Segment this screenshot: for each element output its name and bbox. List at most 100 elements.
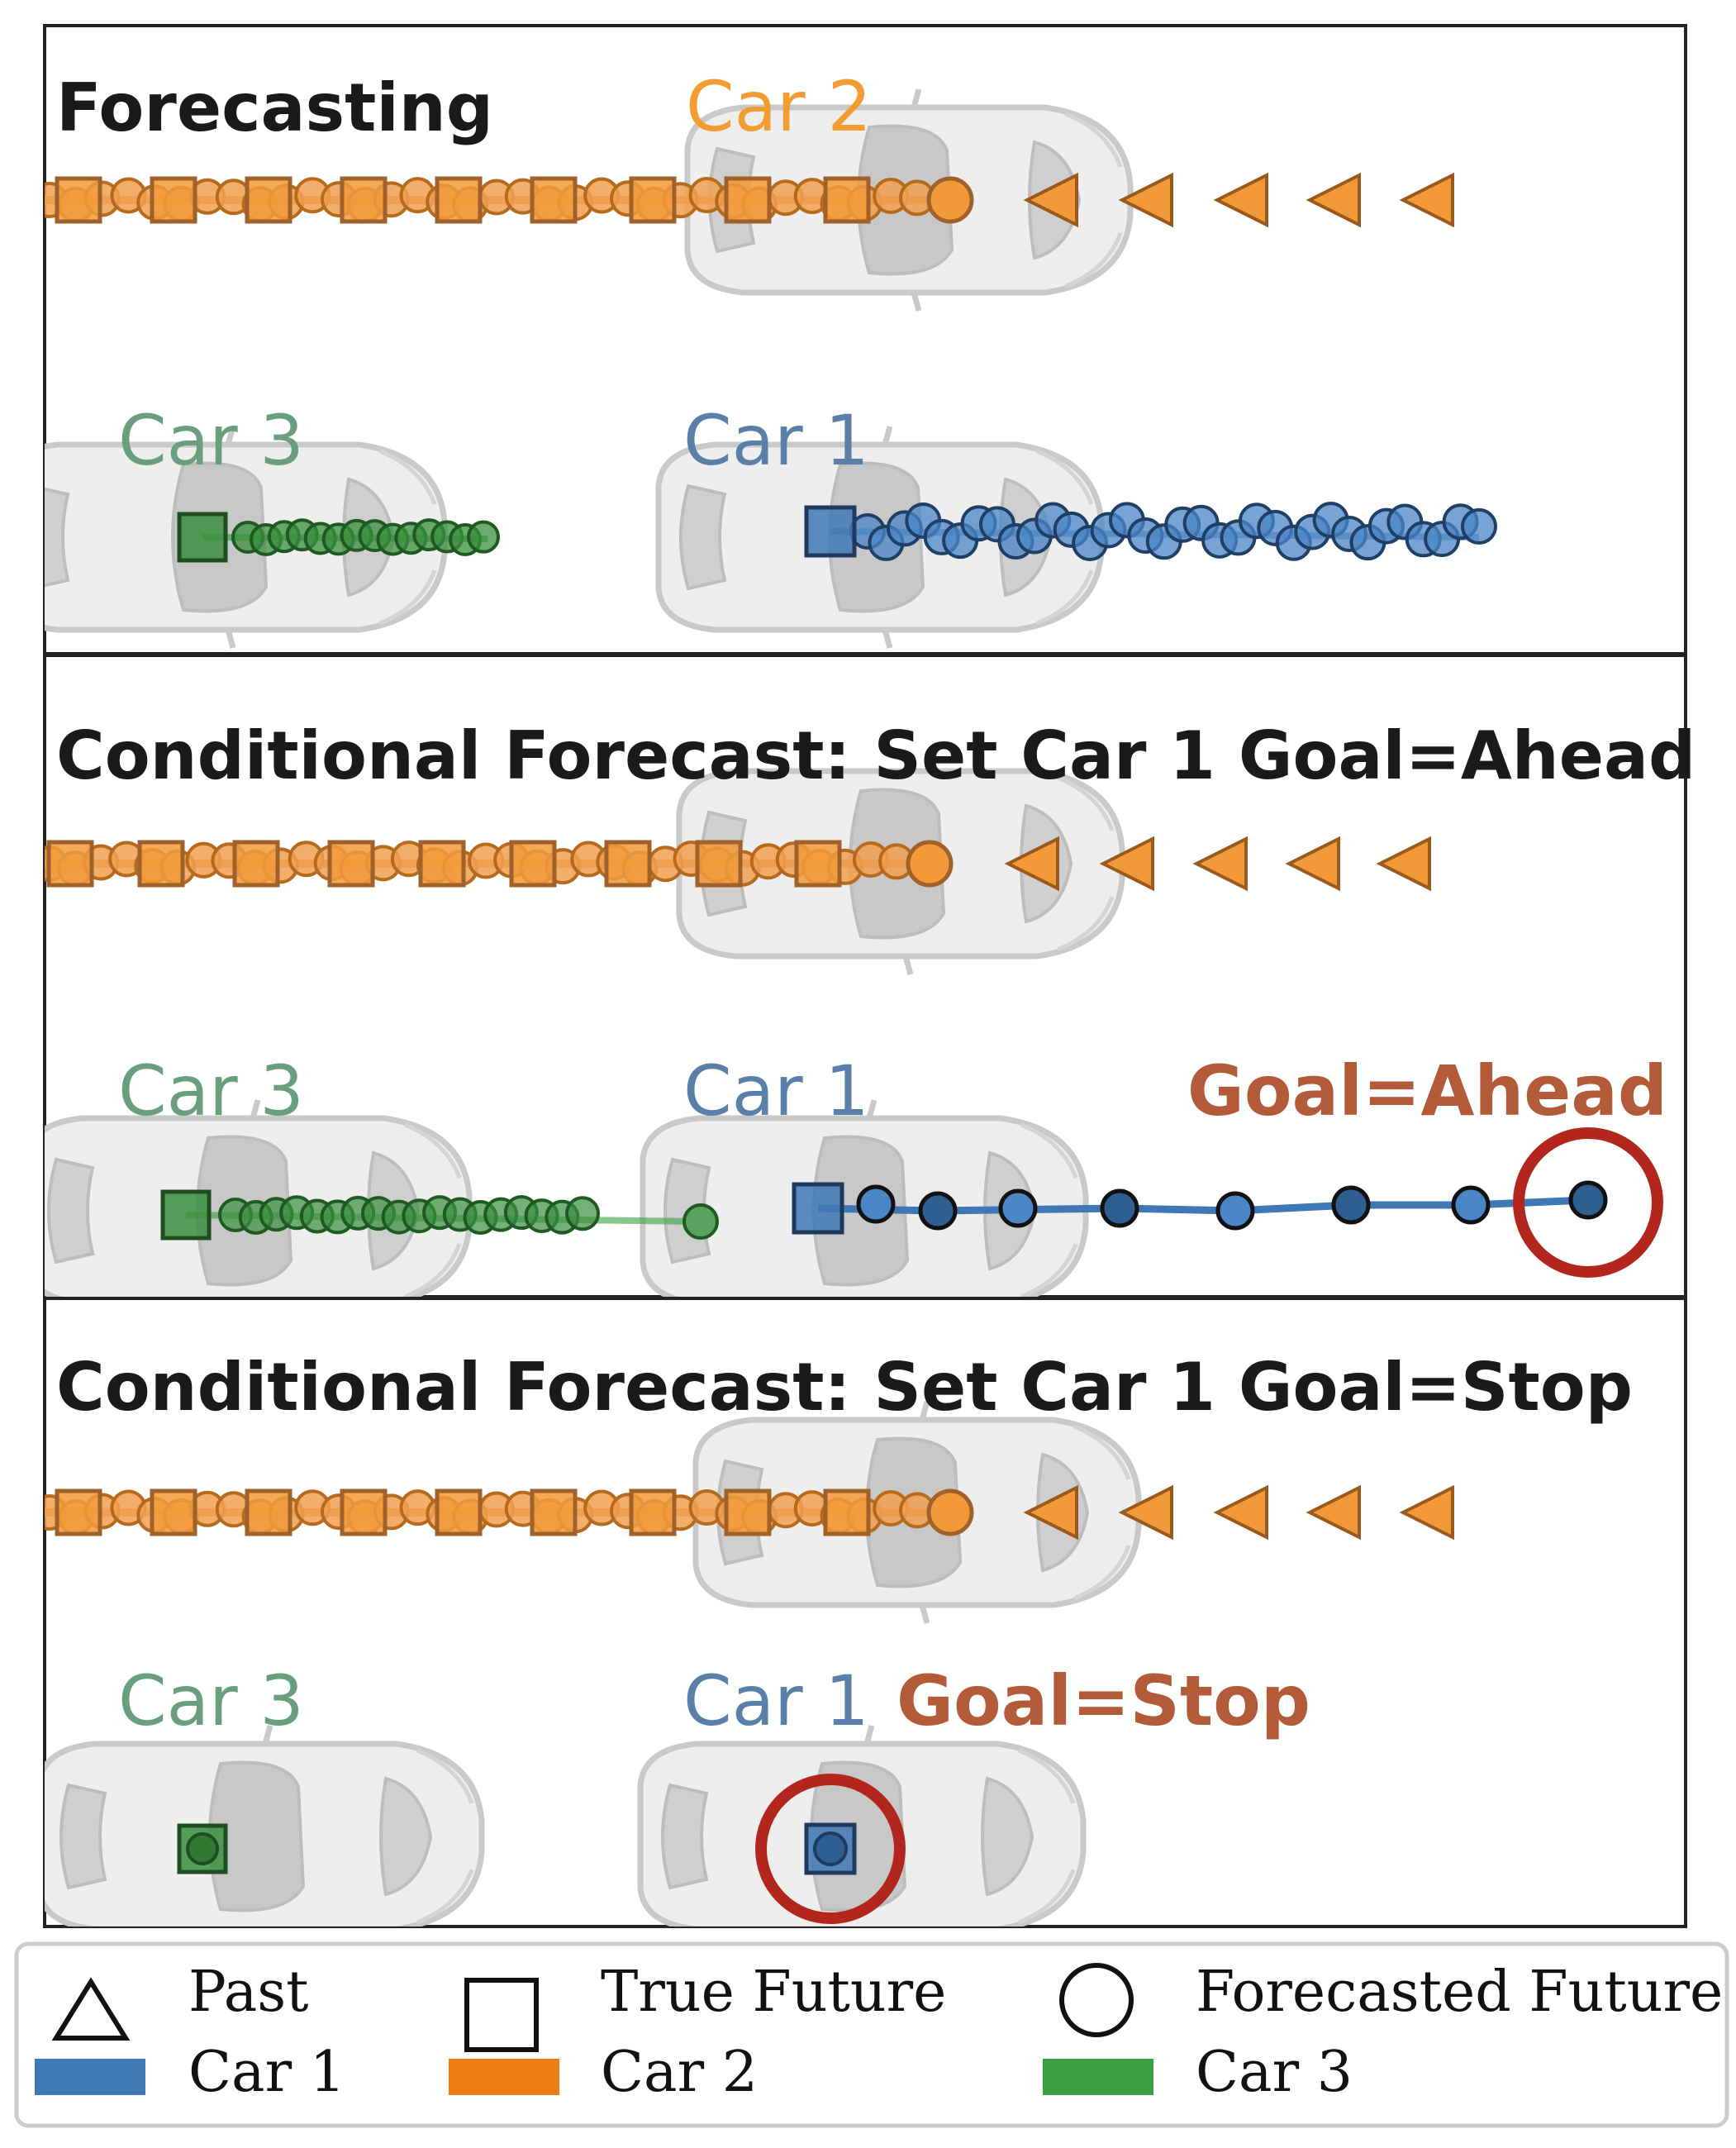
true-future-marker	[823, 1488, 871, 1536]
past-marker	[1285, 836, 1340, 892]
true-future-marker	[232, 840, 280, 888]
true-future-marker	[245, 1488, 293, 1536]
true-future-marker	[792, 1182, 844, 1235]
car-1-label: Car 1	[683, 1050, 869, 1131]
true-future-marker	[629, 176, 677, 224]
true-future-marker	[804, 505, 857, 558]
panel-title: Conditional Forecast: Set Car 1 Goal=Sto…	[56, 1349, 1633, 1426]
forecast-point	[1100, 1188, 1139, 1228]
past-marker	[1306, 1484, 1361, 1541]
goal-label: Goal=Ahead	[1187, 1050, 1667, 1131]
true-future-marker	[177, 512, 228, 563]
true-future-marker	[160, 1189, 212, 1241]
true-future-marker	[509, 840, 557, 888]
forecast-point	[998, 1188, 1038, 1228]
legend-label-past: Past	[188, 1960, 308, 2025]
forecast-point	[926, 176, 974, 224]
true-future-marker	[150, 1488, 197, 1536]
legend-label-car-3: Car 3	[1196, 2040, 1353, 2105]
true-future-marker	[629, 1488, 677, 1536]
panel-title: Forecasting	[56, 69, 493, 146]
true-future-marker	[137, 840, 185, 888]
forecast-point	[1568, 1180, 1608, 1220]
car-3-swatch	[1043, 2059, 1153, 2095]
past-marker	[1192, 836, 1248, 892]
forecast-point	[1451, 1185, 1491, 1225]
forecast-point	[906, 840, 954, 888]
legend-label-forecasted-future: Forecasted Future	[1196, 1960, 1723, 2025]
past-marker	[1099, 836, 1154, 892]
true-future-marker	[695, 840, 743, 888]
forecast-point	[683, 1203, 719, 1240]
car-2-label: Car 2	[686, 66, 872, 147]
car-3-label: Car 3	[118, 1660, 304, 1741]
forecast-point	[813, 1831, 848, 1866]
legend-label-true-future: True Future	[601, 1960, 946, 2025]
true-future-marker	[340, 176, 388, 224]
stopped-car-markers	[177, 1822, 857, 1875]
true-future-marker	[435, 1488, 483, 1536]
triangle-icon	[51, 1977, 131, 2041]
true-future-marker	[150, 176, 197, 224]
true-future-marker	[55, 1488, 102, 1536]
car-2-trajectory	[45, 836, 1431, 892]
car-1-trajectory	[792, 1180, 1608, 1235]
past-marker	[1399, 1484, 1454, 1541]
legend-label-car-2: Car 2	[601, 2040, 758, 2105]
true-future-marker	[327, 840, 375, 888]
goal-marker-ring	[1513, 1127, 1663, 1278]
forecast-point	[186, 1832, 219, 1865]
true-future-marker	[46, 840, 94, 888]
car-2-trajectory	[45, 172, 1454, 228]
goal-label: Goal=Stop	[897, 1660, 1310, 1741]
forecast-point	[565, 1196, 600, 1231]
past-marker	[1118, 1484, 1173, 1541]
car-3-trajectory	[160, 1189, 719, 1241]
legend: Past True Future Forecasted Future Car 1…	[14, 1941, 1729, 2128]
forecast-point	[1461, 507, 1497, 545]
past-marker	[1306, 172, 1361, 228]
legend-frame	[14, 1941, 1729, 2128]
forecast-point	[926, 1488, 974, 1536]
true-future-marker	[55, 176, 102, 224]
true-future-marker	[724, 1488, 772, 1536]
past-marker	[1004, 836, 1059, 892]
car-2-trajectory	[45, 1484, 1454, 1541]
forecast-point	[918, 1191, 958, 1231]
past-marker	[1023, 172, 1078, 228]
legend-label-car-1: Car 1	[188, 2040, 345, 2105]
past-marker	[1399, 172, 1454, 228]
car-2-swatch	[449, 2059, 559, 2095]
true-future-marker	[530, 1488, 578, 1536]
past-marker	[1023, 1484, 1078, 1541]
circle-icon	[1059, 1963, 1134, 2037]
car-1-swatch	[35, 2059, 145, 2095]
past-marker	[1376, 836, 1431, 892]
true-future-marker	[245, 176, 293, 224]
past-marker	[1118, 172, 1173, 228]
car-3-label: Car 3	[118, 400, 304, 481]
panel-forecasting: Forecasting Car 2 Car 3 Car 1	[43, 24, 1687, 655]
true-future-marker	[418, 840, 466, 888]
past-marker	[1213, 1484, 1268, 1541]
true-future-marker	[604, 840, 652, 888]
forecast-point	[856, 1184, 896, 1224]
past-marker	[1213, 172, 1268, 228]
true-future-marker	[340, 1488, 388, 1536]
goal-marker-ring	[755, 1774, 906, 1924]
forecast-point	[1215, 1191, 1255, 1231]
car-1-label: Car 1	[683, 400, 869, 481]
true-future-marker	[794, 840, 842, 888]
true-future-marker	[435, 176, 483, 224]
forecast-point	[1331, 1185, 1371, 1225]
true-future-marker	[823, 176, 871, 224]
car-3-vehicle	[39, 1726, 482, 1947]
true-future-marker	[724, 176, 772, 224]
panel-title: Conditional Forecast: Set Car 1 Goal=Ahe…	[56, 717, 1696, 794]
car-1-trajectory	[804, 502, 1497, 561]
forecast-point	[467, 520, 500, 554]
car-3-trajectory	[177, 512, 500, 563]
car-1-label: Car 1	[683, 1660, 869, 1741]
panel-goal-ahead: Conditional Forecast: Set Car 1 Goal=Ahe…	[43, 654, 1696, 1298]
car-3-label: Car 3	[118, 1050, 304, 1131]
